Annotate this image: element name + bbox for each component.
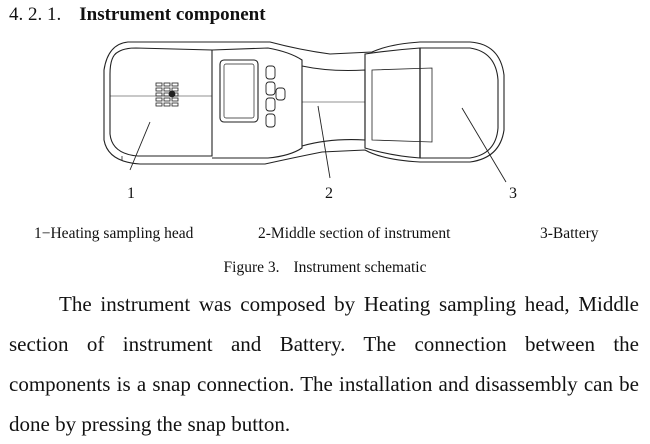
battery-part: [364, 47, 499, 159]
callout-3: 3: [509, 185, 517, 202]
vent-grille: [155, 82, 179, 107]
heating-sampling-head-part: [109, 47, 213, 160]
callout-2: 2: [325, 185, 333, 202]
legend-battery: 3-Battery: [540, 225, 599, 242]
callout-1: 1: [127, 185, 135, 202]
section-title: Instrument component: [79, 4, 266, 25]
body-paragraph: The instrument was composed by Heating s…: [9, 292, 639, 436]
leader-line-3: [461, 107, 507, 183]
legend-heating-sampling-head: 1−Heating sampling head: [34, 225, 194, 242]
figure-legend: 1−Heating sampling head 2-Middle section…: [0, 224, 650, 244]
leader-line-1: [129, 121, 151, 171]
instrument-drawing: [103, 41, 507, 183]
figure-label: Figure 3.: [223, 259, 280, 276]
leader-line-2: [317, 105, 331, 179]
instrument-outline: [103, 41, 505, 165]
display-screen-shape: [219, 59, 259, 123]
legend-middle-section: 2-Middle section of instrument: [258, 225, 451, 242]
figure-caption-text: Instrument schematic: [293, 259, 427, 276]
section-heading: 4. 2. 1. Instrument component: [9, 4, 266, 26]
figure-caption: Figure 3. Instrument schematic: [0, 258, 650, 278]
control-buttons: [265, 65, 286, 128]
middle-section-part: [211, 47, 366, 159]
section-number: 4. 2. 1.: [9, 4, 62, 25]
